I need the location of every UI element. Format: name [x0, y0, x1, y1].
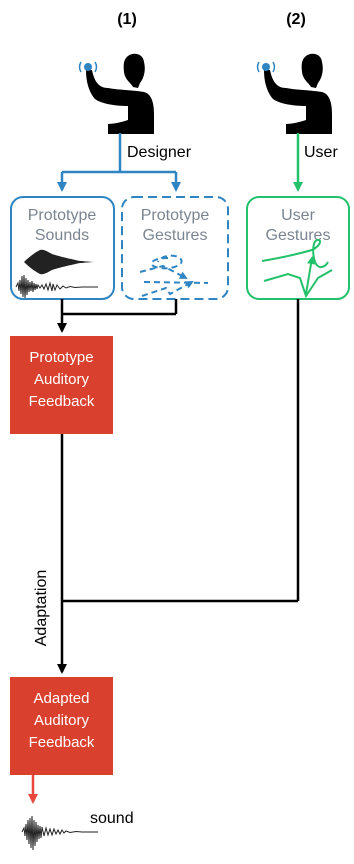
- adapted-feedback-line-2: Auditory: [34, 712, 90, 729]
- prototype-feedback-line-1: Prototype: [29, 349, 93, 366]
- panel-2-number: (2): [286, 11, 306, 28]
- waveform-icon: [21, 815, 98, 851]
- adaptation-label: Adaptation: [33, 570, 50, 647]
- prototype-feedback-line-3: Feedback: [29, 393, 95, 410]
- adapted-feedback-line-1: Adapted: [34, 690, 90, 707]
- designer-connector: [57, 133, 181, 192]
- designer-person-icon: [78, 53, 154, 134]
- prototype-sounds-label-1: Prototype: [28, 207, 97, 224]
- prototype-auditory-feedback-box: [10, 336, 113, 434]
- designer-label: Designer: [127, 144, 192, 161]
- prototype-merge-connector: [57, 299, 178, 333]
- user-person-icon: [256, 53, 332, 134]
- gesture-trace-icon: [139, 254, 209, 297]
- user-gestures-label-1: User: [281, 207, 315, 224]
- adapted-feedback-line-3: Feedback: [29, 734, 95, 751]
- user-gestures-label-2: Gestures: [266, 227, 331, 244]
- adaptation-connector: [57, 299, 300, 674]
- gesture-trace-icon: [261, 238, 333, 299]
- user-label: User: [304, 144, 338, 161]
- prototype-feedback-line-2: Auditory: [34, 371, 90, 388]
- panel-1-number: (1): [117, 11, 137, 28]
- prototype-gestures-label-1: Prototype: [141, 207, 210, 224]
- sound-label: sound: [90, 810, 134, 827]
- prototype-sounds-label-2: Sounds: [35, 227, 89, 244]
- waveform-icon: [24, 249, 98, 275]
- waveform-icon: [15, 274, 98, 299]
- prototype-gestures-label-2: Gestures: [143, 227, 208, 244]
- adapted-auditory-feedback-box: [10, 677, 113, 775]
